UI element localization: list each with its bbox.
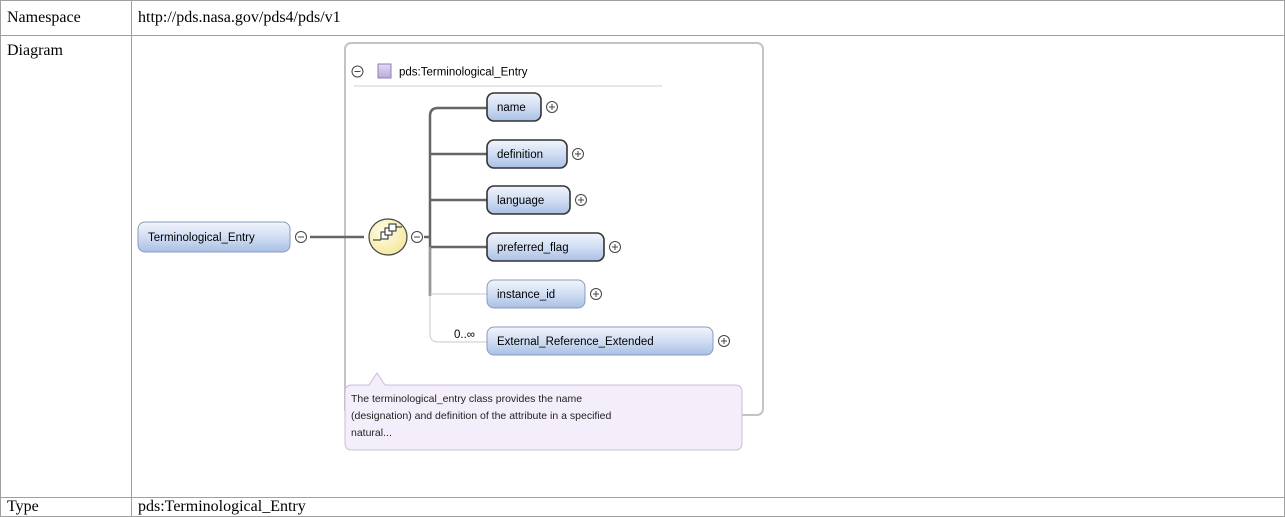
root-element-pill (137, 221, 291, 253)
child-label: External_Reference_Extended (497, 336, 654, 348)
child-label: language (497, 195, 544, 207)
annotation-bubble (344, 372, 743, 451)
child-pill (486, 326, 714, 356)
expand-button[interactable] (718, 335, 730, 347)
annotation-line-2: (designation) and definition of the attr… (351, 410, 611, 422)
root-element-label: Terminological_Entry (148, 232, 255, 244)
namespace-row: Namespace http://pds.nasa.gov/pds4/pds/v… (0, 0, 1285, 36)
child-node-definition[interactable]: definition (486, 139, 584, 169)
child-label: name (497, 102, 526, 114)
type-value: pds:Terminological_Entry (131, 497, 1285, 517)
complex-type-icon (377, 63, 392, 79)
spine-optional (429, 247, 487, 343)
diagram-row: Diagram (0, 35, 1285, 498)
expand-button[interactable] (575, 194, 587, 206)
expand-button[interactable] (546, 101, 558, 113)
diagram-label: Diagram (0, 35, 132, 498)
cardinality-label: 0..∞ (454, 329, 475, 341)
sequence-icon (373, 223, 402, 241)
sequence-collapse-button[interactable] (411, 231, 423, 243)
child-label: definition (497, 149, 543, 161)
annotation-line-3: natural... (351, 427, 392, 439)
child-pill (486, 92, 542, 122)
namespace-label: Namespace (0, 0, 132, 36)
annotation-callout: The terminological_entry class provides … (344, 372, 743, 451)
type-label: Type (0, 497, 132, 517)
child-pill (486, 139, 568, 169)
sequence-compositor[interactable] (368, 218, 408, 256)
expand-button[interactable] (572, 148, 584, 160)
child-node-language[interactable]: language (486, 185, 587, 215)
type-header-name: pds:Terminological_Entry (399, 67, 528, 79)
type-container-box (344, 42, 764, 416)
child-label: instance_id (497, 289, 555, 301)
type-collapse-button[interactable] (351, 65, 364, 78)
child-label: preferred_flag (497, 242, 569, 254)
expand-button[interactable] (609, 241, 621, 253)
child-node-name[interactable]: name (486, 92, 558, 122)
schema-diagram: pds:Terminological_Entry Terminological_… (137, 42, 764, 451)
namespace-value: http://pds.nasa.gov/pds4/pds/v1 (131, 0, 1285, 36)
child-pill (486, 232, 605, 262)
child-node-preferred-flag[interactable]: preferred_flag (486, 232, 621, 262)
root-collapse-button[interactable] (295, 231, 307, 243)
type-row: Type pds:Terminological_Entry (0, 497, 1285, 517)
diagram-cell: pds:Terminological_Entry Terminological_… (131, 35, 1285, 498)
child-node-external-reference-extended[interactable]: 0..∞ External_Reference_Extended (454, 326, 730, 356)
expand-button[interactable] (590, 288, 602, 300)
child-pill (486, 185, 571, 215)
child-pill (486, 279, 586, 309)
child-node-instance-id[interactable]: instance_id (486, 279, 602, 309)
spine-required (428, 106, 487, 237)
root-element-node[interactable]: Terminological_Entry (137, 221, 291, 253)
annotation-line-1: The terminological_entry class provides … (351, 393, 582, 405)
